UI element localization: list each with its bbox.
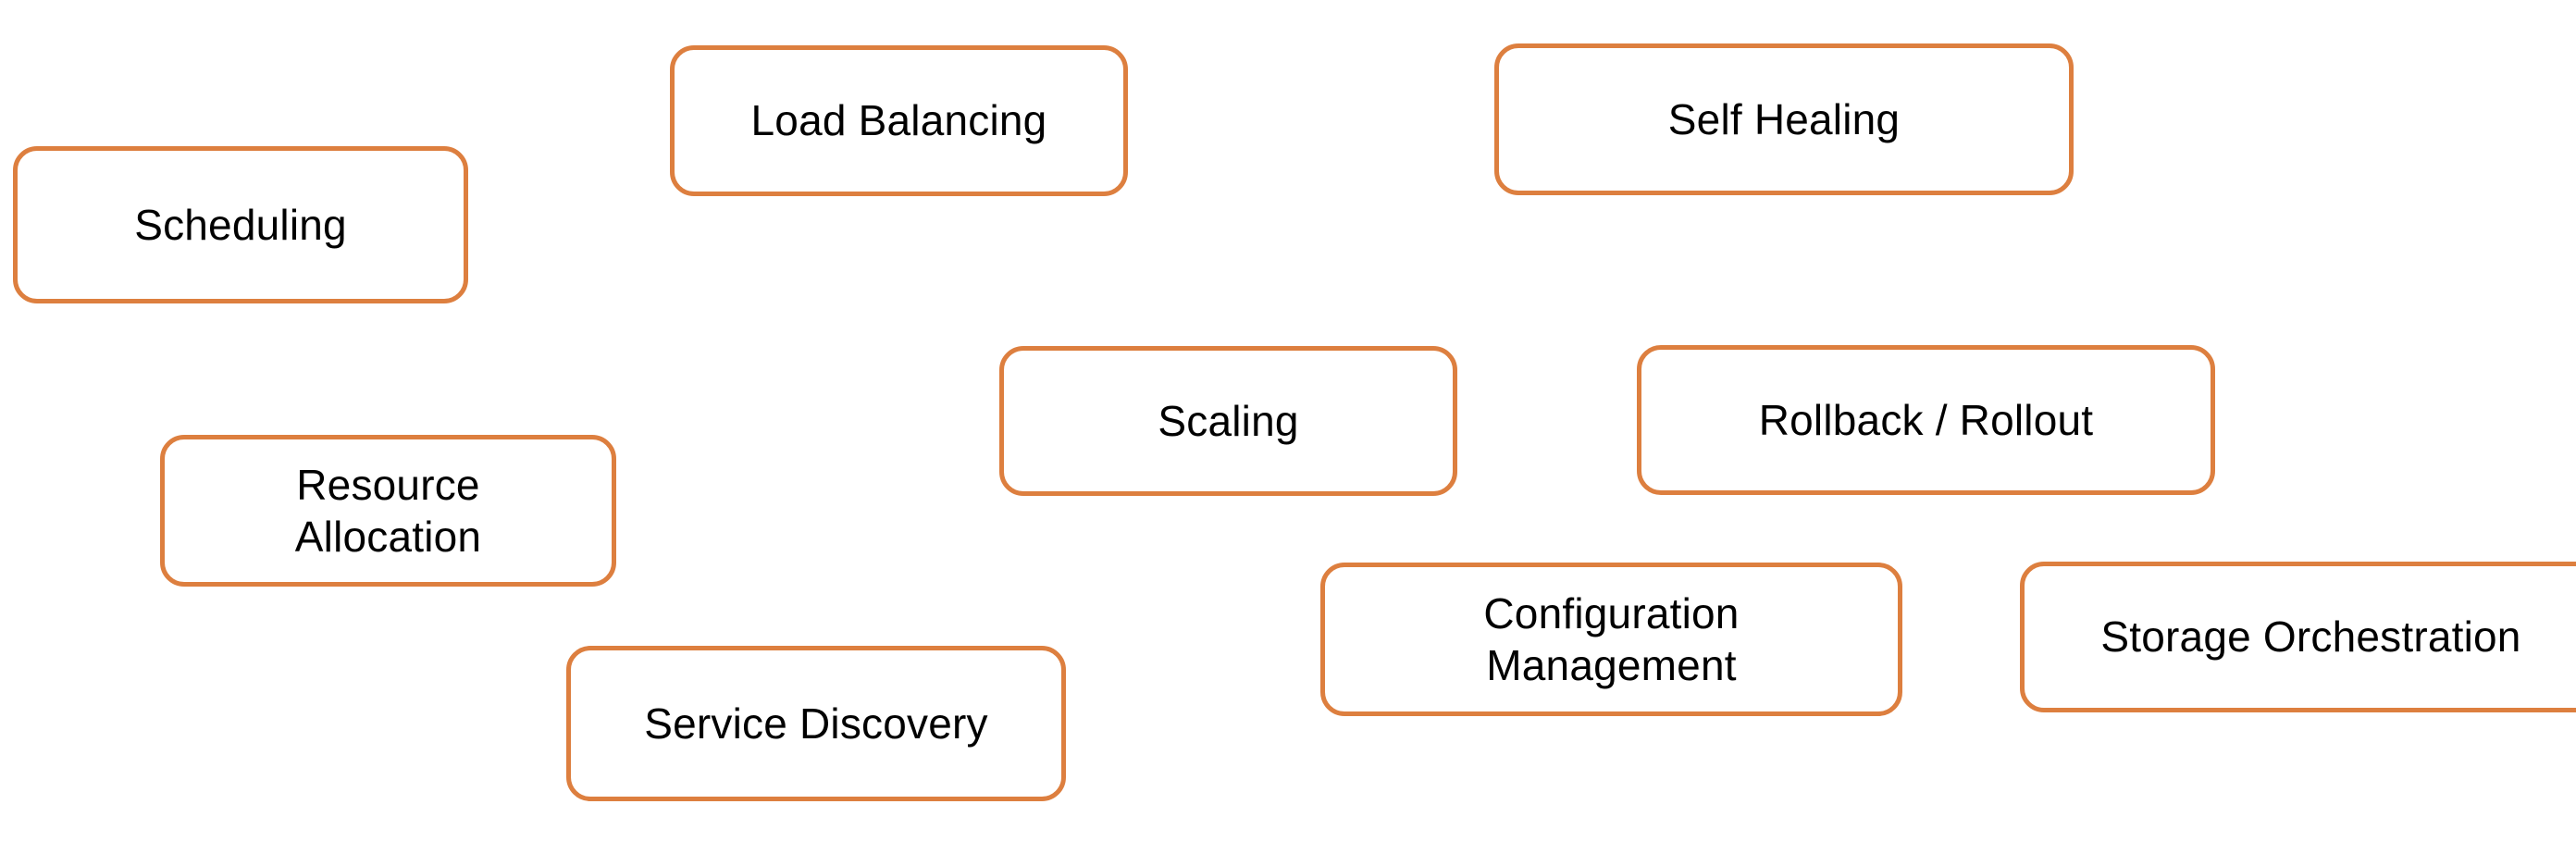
node-resource-allocation[interactable]: Resource Allocation [160,435,616,587]
node-configuration-management[interactable]: Configuration Management [1320,563,1902,716]
node-label-service-discovery: Service Discovery [644,699,988,748]
node-storage-orchestration[interactable]: Storage Orchestration [2020,562,2576,712]
node-rollback-rollout[interactable]: Rollback / Rollout [1637,345,2215,495]
node-label-scaling: Scaling [1158,396,1299,445]
node-self-healing[interactable]: Self Healing [1494,43,2074,195]
node-scheduling[interactable]: Scheduling [13,146,468,303]
node-label-configuration-management: Configuration Management [1483,588,1740,689]
node-label-scheduling: Scheduling [134,200,347,249]
node-label-self-healing: Self Healing [1667,94,1901,143]
node-label-resource-allocation: Resource Allocation [294,460,482,561]
node-label-load-balancing: Load Balancing [750,96,1047,145]
node-scaling[interactable]: Scaling [999,346,1457,496]
node-label-storage-orchestration: Storage Orchestration [2100,612,2521,662]
node-label-rollback-rollout: Rollback / Rollout [1758,395,2094,444]
node-service-discovery[interactable]: Service Discovery [566,646,1066,801]
node-load-balancing[interactable]: Load Balancing [670,45,1128,196]
